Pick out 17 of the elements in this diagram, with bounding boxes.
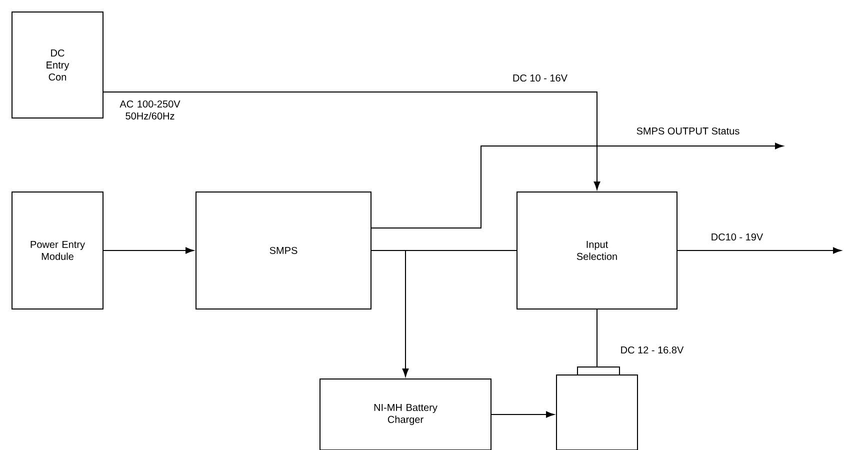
block-box: Power Entry Module [12,192,104,310]
block-box: Input Selection [516,192,678,310]
block-box: DC Entry Con [12,12,104,118]
arrow [491,411,554,418]
edge-label: DC10 - 19V [710,232,764,242]
block-box: NI-MH Battery Charger [320,378,492,450]
input-label: AC 100-250V 50Hz/60Hz [120,100,180,120]
arrow [103,247,194,254]
arrow [371,250,409,377]
arrow [103,92,600,190]
arrow [371,142,784,228]
battery-symbol [556,366,638,450]
edge-label: SMPS OUTPUT Status [635,126,741,136]
edge-label: DC 10 - 16V [512,73,568,83]
edge-label: DC 12 - 16.8V [619,345,685,355]
block-box: SMPS [196,192,372,310]
arrow [677,247,842,254]
